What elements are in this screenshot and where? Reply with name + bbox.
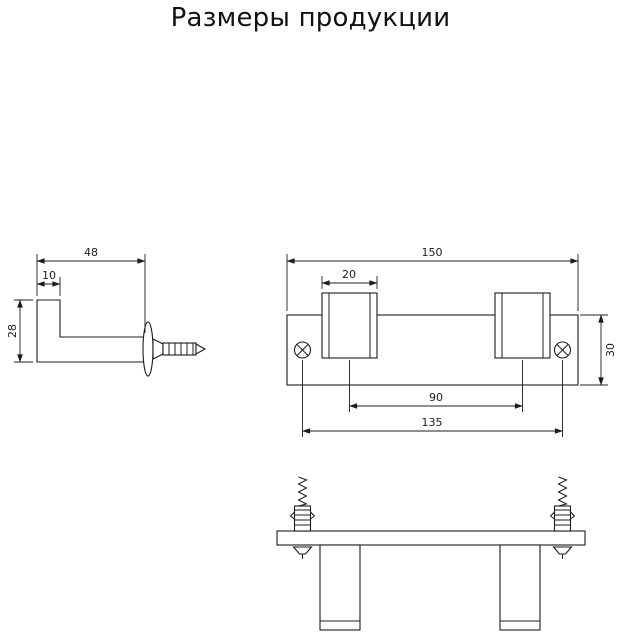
screw-anchor-side	[152, 338, 207, 360]
hook-top-right	[499, 544, 541, 631]
dim-30: 30	[580, 314, 617, 386]
dim-label-90: 90	[429, 391, 443, 404]
dim-10: 10	[36, 269, 61, 296]
dim-90: 90	[349, 360, 523, 412]
anchor-assembly-left	[289, 476, 316, 559]
dim-label-135: 135	[422, 416, 443, 429]
hook-side-profile	[36, 299, 146, 363]
anchor-assembly-right	[549, 476, 576, 559]
hook-top-left	[319, 544, 361, 631]
dim-label-20: 20	[342, 268, 356, 281]
dim-label-30: 30	[604, 343, 617, 357]
hook-front-right	[494, 292, 551, 359]
dim-label-28: 28	[6, 324, 19, 338]
dim-20: 20	[321, 268, 378, 289]
dim-150: 150	[286, 246, 579, 311]
dim-label-48: 48	[84, 246, 98, 259]
dim-135: 135	[302, 360, 563, 437]
screw-hole-left	[293, 341, 312, 359]
bottom-view	[276, 476, 586, 631]
dim-28: 28	[6, 299, 33, 363]
front-view: 150 20 30 90	[286, 246, 617, 437]
dim-48: 48	[36, 246, 146, 333]
wall-plate-side	[142, 321, 154, 377]
page-title: Размеры продукции	[170, 3, 451, 33]
hook-front-left	[321, 292, 378, 359]
dim-label-150: 150	[422, 246, 443, 259]
side-view: 48 10 28	[6, 246, 207, 377]
backplate-top	[276, 530, 586, 546]
screw-hole-right	[553, 341, 572, 359]
dim-label-10: 10	[42, 269, 56, 282]
